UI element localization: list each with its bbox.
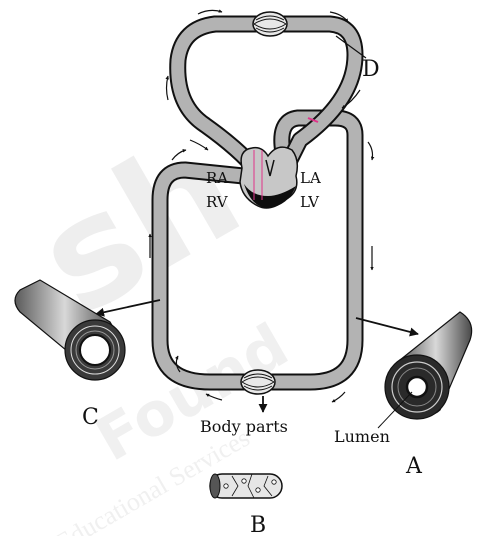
label-b: B [250, 513, 266, 536]
capillary-b [210, 474, 282, 498]
vessel-a [378, 312, 472, 428]
label-a: A [405, 454, 423, 479]
label-c: C [82, 405, 99, 430]
lung-capillary-bed [253, 12, 287, 36]
label-d: D [362, 57, 380, 82]
label-la: LA [300, 169, 321, 187]
label-ra: RA [206, 169, 228, 187]
label-body-parts: Body parts [200, 417, 288, 436]
label-rv: RV [206, 193, 229, 211]
body-capillary-bed [241, 370, 275, 394]
label-lumen: Lumen [334, 427, 390, 446]
label-lv: LV [300, 193, 320, 211]
